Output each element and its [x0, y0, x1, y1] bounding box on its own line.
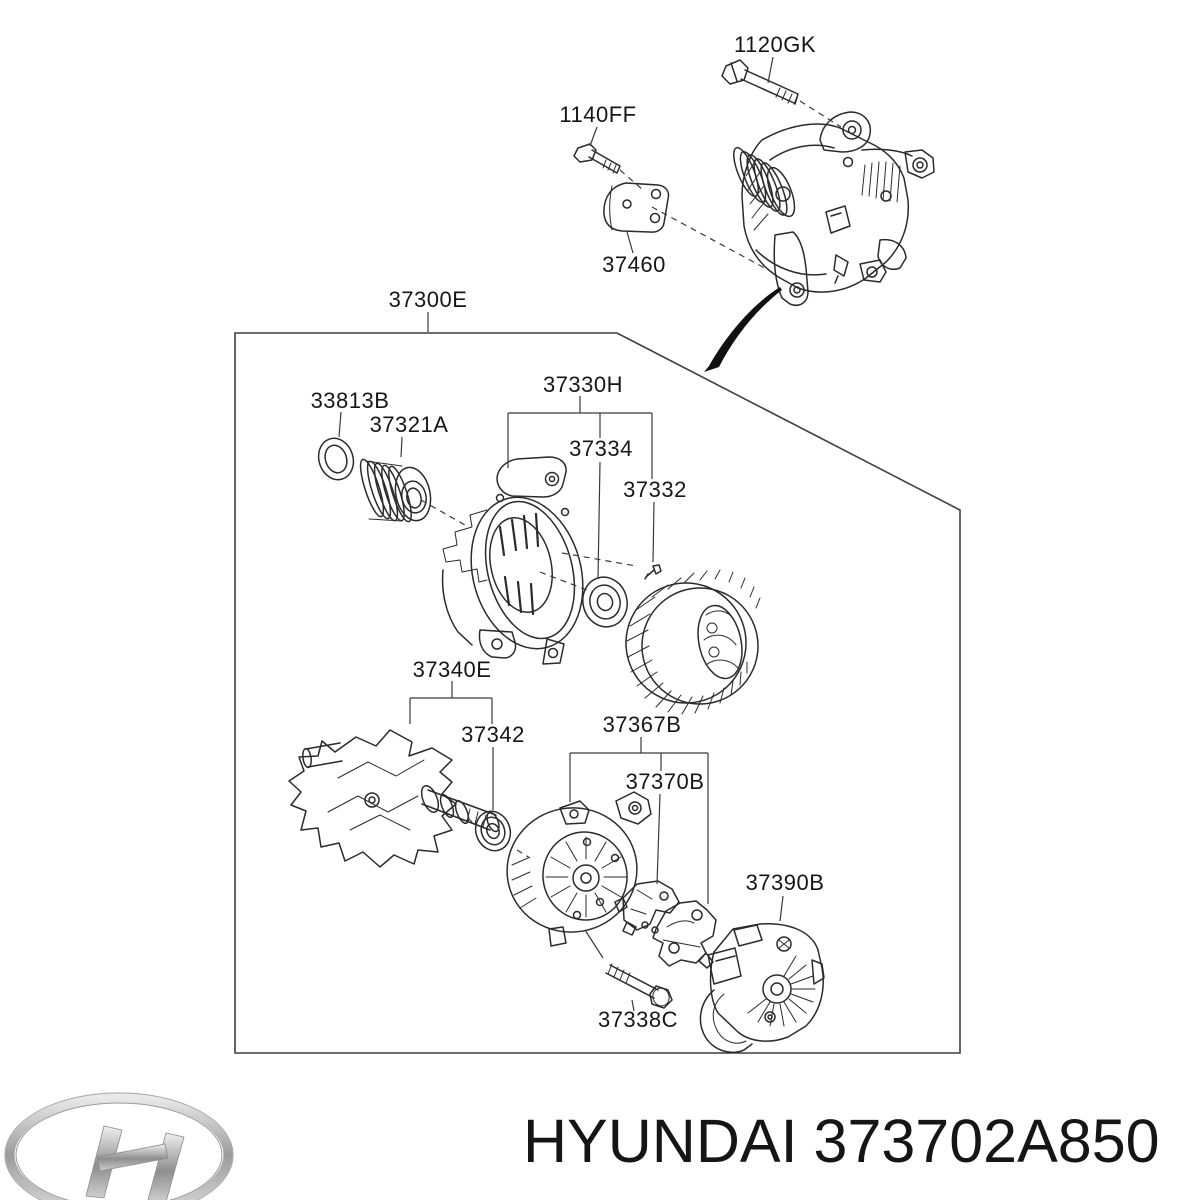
part-label-37334: 37334	[569, 436, 633, 461]
part-label-37332: 37332	[623, 477, 687, 502]
stator-ring-drawing	[625, 569, 761, 715]
bracket-37460-drawing	[603, 182, 670, 233]
assembly-direction-arrow	[704, 287, 782, 372]
part-label-37330h: 37330H	[543, 372, 623, 397]
part-label-37340e: 37340E	[413, 657, 492, 682]
bearing-37334-drawing	[582, 576, 628, 628]
part-label-1120gk: 1120GK	[734, 32, 816, 57]
part-number-text: 373702A850	[814, 1107, 1160, 1175]
rear-housing-37367b-drawing	[506, 791, 652, 947]
part-label-33813b: 33813B	[311, 388, 390, 413]
part-label-37342: 37342	[461, 722, 525, 747]
part-label-37367b: 37367B	[603, 712, 682, 737]
brush-holder-drawing	[652, 900, 717, 969]
screw-37332-drawing	[644, 564, 662, 580]
assembly-group-box	[234, 332, 961, 1054]
assembled-alternator-drawing	[733, 111, 935, 306]
front-housing-37330h-drawing	[441, 456, 584, 665]
hyundai-logo	[4, 1092, 234, 1200]
hyundai-h-glyph	[85, 1125, 185, 1200]
part-label-37338c: 37338C	[598, 1007, 678, 1032]
washer-33813b-drawing	[317, 437, 355, 481]
part-label-37370b: 37370B	[626, 769, 705, 794]
brand-text: HYUNDAI	[523, 1107, 798, 1175]
part-label-37300e: 37300E	[389, 287, 468, 312]
part-label-1140ff: 1140FF	[559, 102, 636, 127]
rear-cover-37390b-drawing	[699, 923, 825, 1054]
bolt-1120gk-drawing	[721, 59, 799, 105]
bolt-37338c-drawing	[605, 963, 673, 1009]
part-label-37390b: 37390B	[746, 870, 825, 895]
bolt-1140ff-drawing	[573, 143, 621, 174]
leader-lines	[338, 56, 842, 1012]
bearing-37342-drawing	[474, 810, 512, 852]
part-labels: 1120GK 1140FF 37460 37300E 33813B 37321A…	[311, 32, 825, 1032]
part-label-37460: 37460	[602, 252, 666, 277]
part-label-37321a: 37321A	[370, 412, 449, 437]
pulley-37321a-drawing	[359, 458, 432, 523]
rotor-37340e-drawing	[288, 729, 500, 868]
